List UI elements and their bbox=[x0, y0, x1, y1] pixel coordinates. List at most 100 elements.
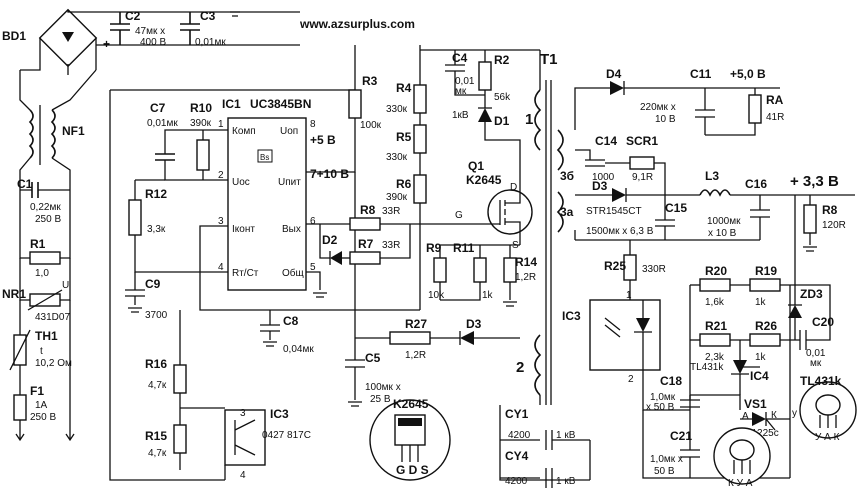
svg-text:431D07: 431D07 bbox=[35, 312, 70, 323]
svg-text:+5 В: +5 В bbox=[310, 133, 336, 147]
q1-part: K2645 bbox=[466, 173, 502, 187]
svg-text:1кВ: 1кВ bbox=[452, 110, 469, 121]
svg-text:3700: 3700 bbox=[145, 310, 168, 321]
r15-name: R15 bbox=[145, 429, 167, 443]
r12-name: R12 bbox=[145, 187, 167, 201]
ic3-primary bbox=[224, 409, 266, 466]
svg-text:400 В: 400 В bbox=[140, 37, 166, 48]
svg-text:47мк x: 47мк x bbox=[135, 26, 165, 37]
r25-name: R25 bbox=[604, 259, 626, 273]
svg-text:1,0мк: 1,0мк bbox=[650, 392, 676, 403]
c5-name: C5 bbox=[365, 351, 381, 365]
svg-text:STR1545CT: STR1545CT bbox=[586, 206, 642, 217]
r11-name: R11 bbox=[453, 241, 475, 255]
d3b-name: D3 bbox=[592, 179, 608, 193]
c7-name: C7 bbox=[150, 101, 166, 115]
svg-text:TL431k: TL431k bbox=[800, 374, 842, 388]
svg-text:Комп: Комп bbox=[232, 126, 256, 137]
svg-text:4,7к: 4,7к bbox=[148, 380, 167, 391]
svg-text:390к: 390к bbox=[386, 192, 408, 203]
svg-text:4200: 4200 bbox=[508, 430, 531, 441]
svg-text:3: 3 bbox=[218, 216, 224, 227]
svg-text:250 В: 250 В bbox=[35, 214, 61, 225]
d4-name: D4 bbox=[606, 67, 622, 81]
th1-name: TH1 bbox=[35, 329, 58, 343]
svg-text:2: 2 bbox=[516, 359, 524, 376]
r10-name: R10 bbox=[190, 101, 212, 115]
scr1-name: SCR1 bbox=[626, 134, 658, 148]
secondary-output: D4 C11 +5,0 В 220мк x 10 В RA 41R C14 10… bbox=[562, 67, 857, 489]
svg-text:4: 4 bbox=[240, 470, 246, 481]
svg-text:0,01: 0,01 bbox=[455, 76, 475, 87]
r19-name: R19 bbox=[755, 264, 777, 278]
out33-label: + 3,3 В bbox=[790, 173, 839, 190]
svg-text:100к: 100к bbox=[360, 120, 382, 131]
svg-text:5: 5 bbox=[310, 262, 316, 273]
svg-text:33R: 33R bbox=[382, 240, 400, 251]
svg-text:4: 4 bbox=[218, 262, 224, 273]
r8b-name: R8 bbox=[822, 203, 838, 217]
svg-text:У А К: У А К bbox=[815, 432, 840, 443]
ic4-name: IC4 bbox=[750, 369, 769, 383]
ic3-secondary bbox=[589, 299, 661, 371]
c8-name: C8 bbox=[283, 314, 299, 328]
k2645-package: K2645 G D S bbox=[369, 397, 451, 481]
svg-text:10k: 10k bbox=[428, 290, 445, 301]
svg-text:220мк x: 220мк x bbox=[640, 102, 676, 113]
svg-text:6: 6 bbox=[310, 216, 316, 227]
svg-text:Bs: Bs bbox=[260, 153, 269, 162]
svg-text:41R: 41R bbox=[766, 112, 784, 123]
svg-text:0,04мк: 0,04мк bbox=[283, 344, 314, 355]
svg-text:1,6k: 1,6k bbox=[705, 297, 725, 308]
zd3-name: ZD3 bbox=[800, 287, 823, 301]
svg-text:А: А bbox=[742, 411, 749, 422]
c11-name: C11 bbox=[690, 67, 712, 81]
svg-text:Uоп: Uоп bbox=[280, 126, 298, 137]
c20-name: C20 bbox=[812, 315, 834, 329]
svg-text:К: К bbox=[771, 410, 777, 421]
svg-text:Uпит: Uпит bbox=[278, 177, 301, 188]
svg-text:G D S: G D S bbox=[396, 463, 429, 477]
vs1-name: VS1 bbox=[744, 397, 767, 411]
svg-text:1: 1 bbox=[218, 119, 224, 130]
svg-text:Uос: Uос bbox=[232, 177, 250, 188]
ic1-type: UC3845BN bbox=[250, 97, 311, 111]
r8-name: R8 bbox=[360, 203, 376, 217]
svg-text:56k: 56k bbox=[494, 92, 511, 103]
svg-text:2: 2 bbox=[628, 374, 634, 385]
c16-name: C16 bbox=[745, 177, 767, 191]
svg-text:0,01: 0,01 bbox=[806, 348, 826, 359]
svg-text:1,2R: 1,2R bbox=[515, 272, 536, 283]
svg-text:мк: мк bbox=[810, 358, 822, 369]
svg-text:1k: 1k bbox=[755, 297, 767, 308]
svg-text:3,3к: 3,3к bbox=[147, 224, 166, 235]
r26-name: R26 bbox=[755, 319, 777, 333]
svg-text:1,0мк x: 1,0мк x bbox=[650, 454, 683, 465]
r21-name: R21 bbox=[705, 319, 727, 333]
mains-input: BD1 + C2 47мк x 400 В C3 0,01мк NF1 C1 0… bbox=[2, 8, 300, 442]
svg-text:1: 1 bbox=[525, 111, 533, 128]
d1-name: D1 bbox=[494, 114, 510, 128]
svg-text:TL431k: TL431k bbox=[690, 362, 724, 373]
svg-text:10 В: 10 В bbox=[655, 114, 676, 125]
svg-text:1k: 1k bbox=[482, 290, 494, 301]
website-url: www.azsurplus.com bbox=[299, 17, 415, 31]
primary-control: IC1 UC3845BN Комп Uоп Uос Uпит Iконт Вых… bbox=[109, 45, 540, 481]
r3-name: R3 bbox=[362, 74, 378, 88]
r5-name: R5 bbox=[396, 130, 412, 144]
c9-name: C9 bbox=[145, 277, 161, 291]
c21-name: C21 bbox=[670, 429, 692, 443]
q1-name: Q1 bbox=[468, 159, 484, 173]
svg-text:2: 2 bbox=[218, 170, 224, 181]
ra-name: RA bbox=[766, 93, 784, 107]
cy4-name: CY4 bbox=[505, 449, 529, 463]
f1-name: F1 bbox=[30, 384, 44, 398]
ic3b-name: IC3 bbox=[562, 309, 581, 323]
r7-name: R7 bbox=[358, 237, 374, 251]
svg-text:1,0: 1,0 bbox=[35, 268, 49, 279]
out5-label: +5,0 В bbox=[730, 67, 766, 81]
svg-text:D: D bbox=[510, 182, 517, 193]
r6-name: R6 bbox=[396, 177, 412, 191]
svg-text:U: U bbox=[62, 280, 69, 291]
svg-text:33R: 33R bbox=[382, 206, 400, 217]
